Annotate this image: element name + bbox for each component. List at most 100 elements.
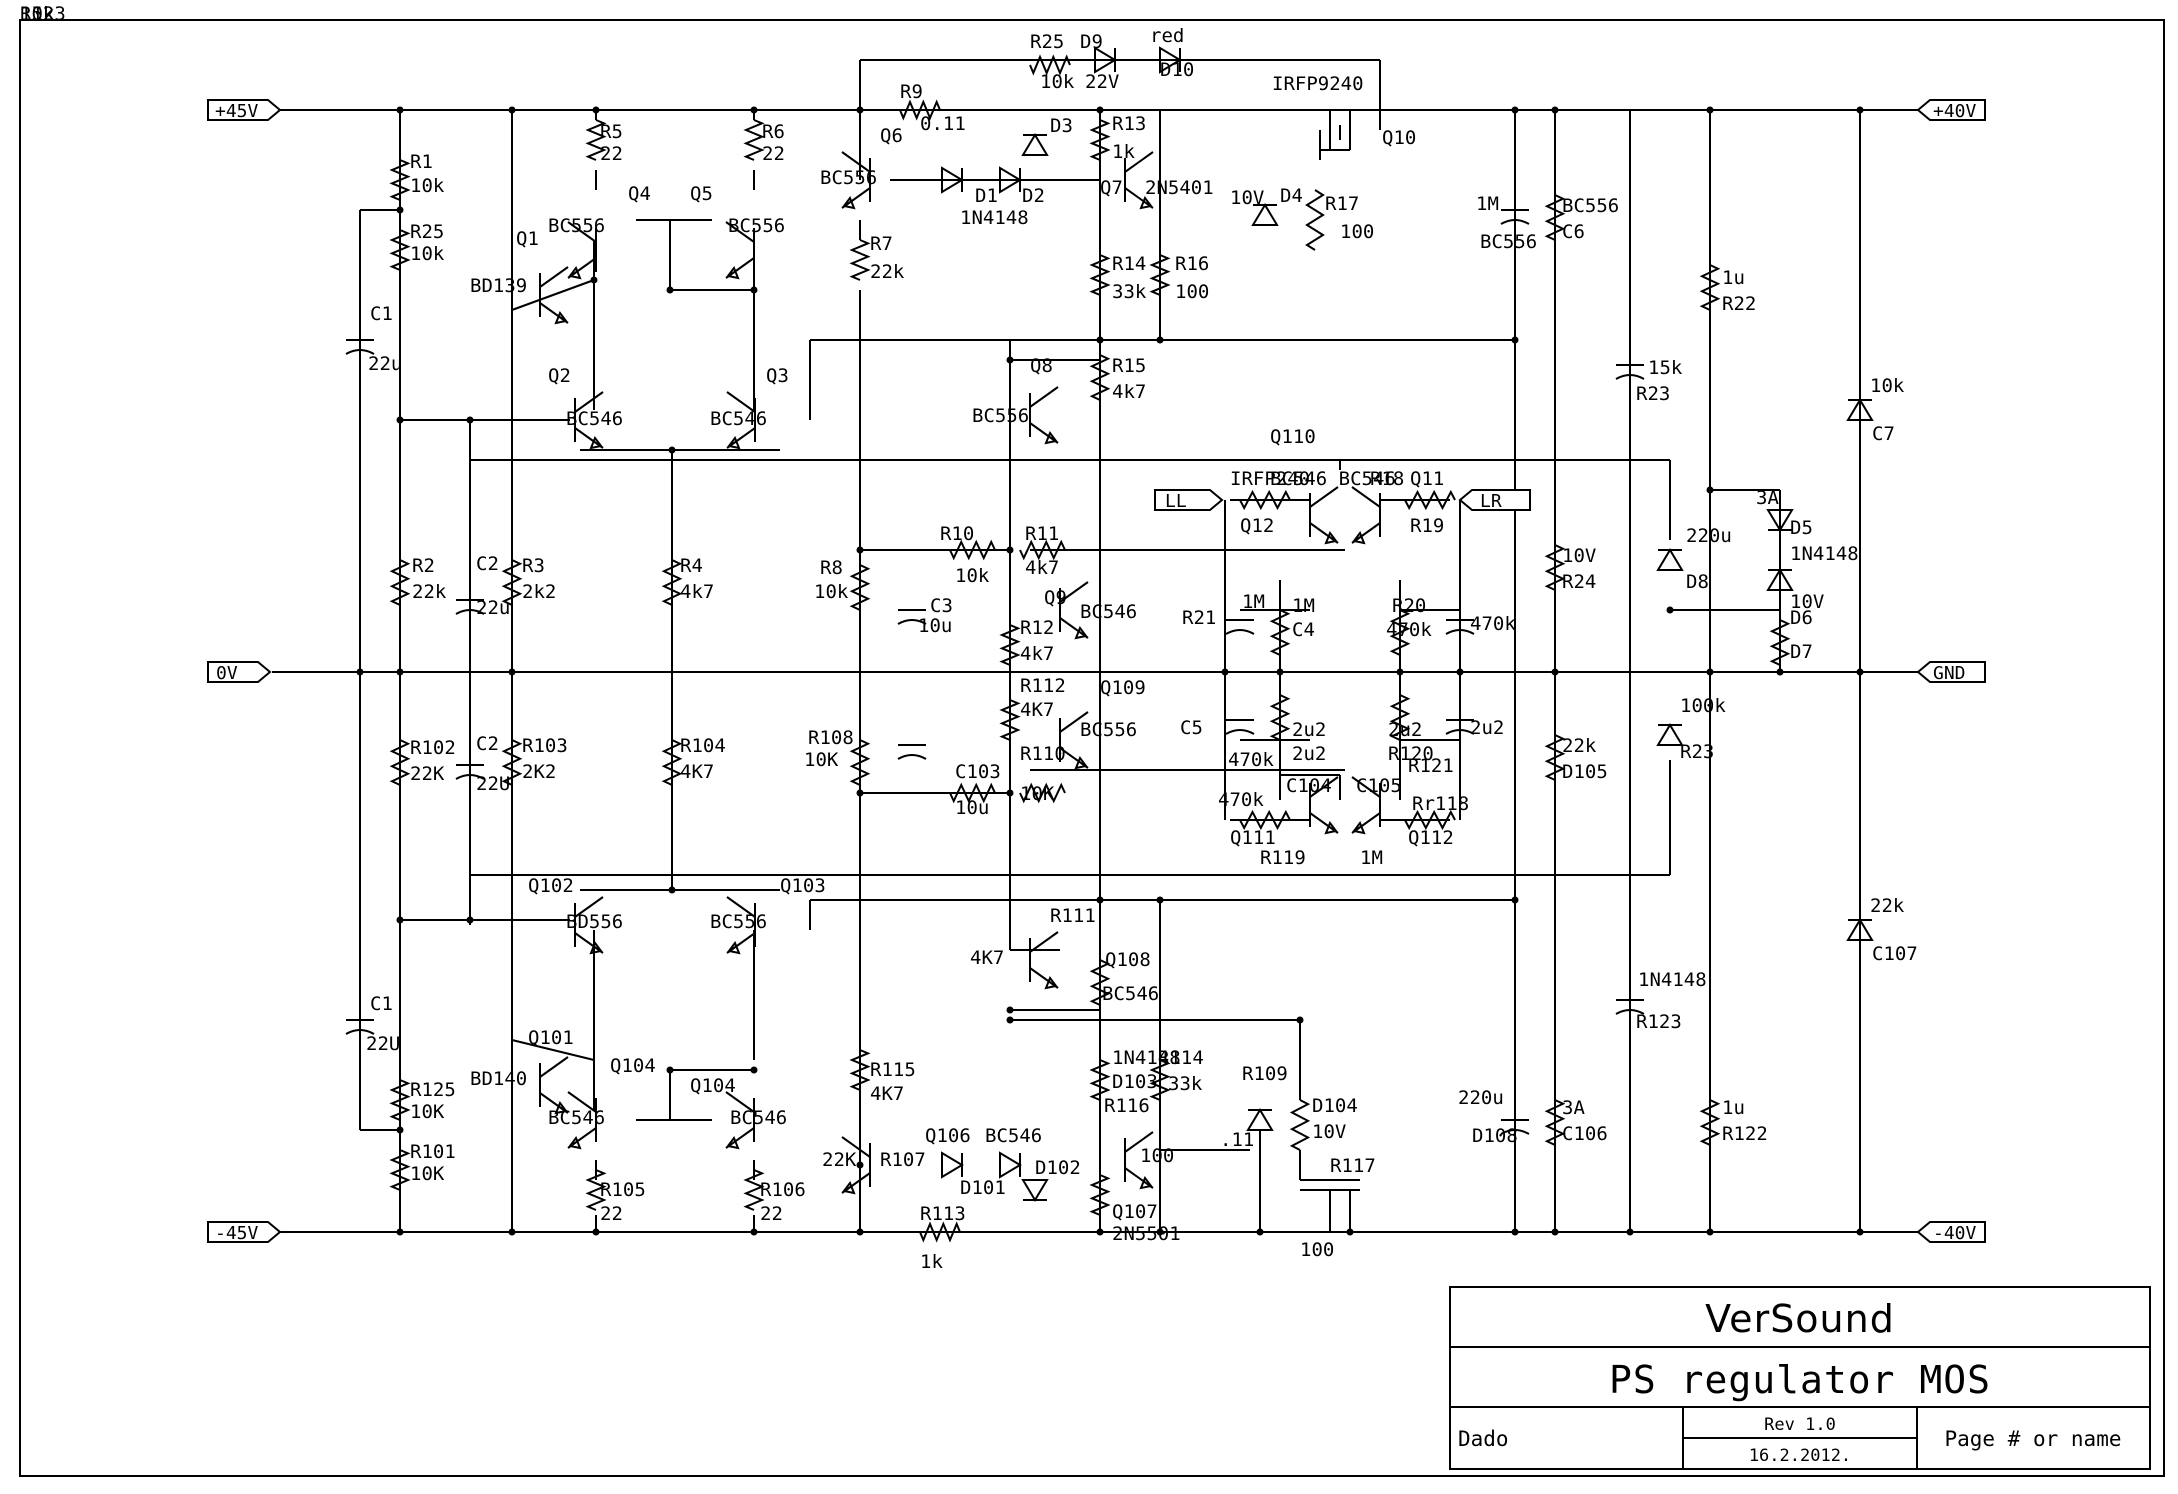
port-out-gnd-label: GND	[1933, 663, 1966, 684]
capacitor	[455, 609, 485, 615]
junction-dot	[668, 446, 676, 454]
component-label: R16	[1175, 253, 1209, 275]
component-label: 22	[600, 143, 623, 165]
component-label: 100k	[1680, 695, 1726, 717]
component-label: Q10	[1382, 127, 1416, 149]
resistor	[1544, 194, 1566, 241]
component-label: R18	[1370, 468, 1404, 490]
junction-dot	[1006, 789, 1014, 797]
component-label: 2N5401	[1145, 177, 1214, 199]
transistor	[567, 1091, 597, 1113]
junction-dot	[1776, 668, 1784, 676]
component-label: BC556	[548, 215, 605, 237]
component-label: R111	[1050, 905, 1096, 927]
component-label: R25	[410, 221, 444, 243]
title-page: Page # or name	[1944, 1427, 2121, 1451]
transistor	[1351, 486, 1381, 508]
component-label: 470k	[1228, 749, 1274, 771]
component-label: 4K7	[680, 761, 714, 783]
capacitor	[897, 619, 927, 625]
component-label: R104	[680, 735, 726, 757]
mosfet-q110	[1300, 1179, 1360, 1232]
component-label: 22u	[476, 597, 510, 619]
junction-dot	[396, 668, 404, 676]
component-label: R114	[1158, 1047, 1204, 1069]
component-label: 22	[760, 1203, 783, 1225]
junction-dot	[1346, 1228, 1354, 1236]
junction-dot	[396, 206, 404, 214]
component-label: 220u	[1686, 525, 1732, 547]
transistor	[841, 1136, 871, 1158]
resistor	[743, 1169, 765, 1211]
component-label: C6	[1562, 221, 1585, 243]
transistor	[1124, 1131, 1154, 1153]
title-company: VerSound	[1705, 1297, 1895, 1341]
component-label: D108	[1472, 1125, 1518, 1147]
transistor	[1324, 530, 1338, 545]
component-label: D104	[1312, 1095, 1358, 1117]
transistor	[725, 1127, 755, 1149]
component-label: R21	[1182, 607, 1216, 629]
junction-dot	[508, 1228, 516, 1236]
transistor	[842, 195, 856, 210]
component-label: 10u	[955, 797, 989, 819]
junction-dot	[466, 416, 474, 424]
zener-d7	[1766, 568, 1794, 591]
mosfet-q10	[1319, 110, 1351, 160]
capacitor	[455, 774, 485, 780]
capacitor	[1615, 374, 1645, 380]
junction-dot	[1511, 1228, 1519, 1236]
component-label: 22k	[870, 261, 905, 283]
component-label: C1	[370, 303, 393, 325]
component-label: R4	[680, 555, 703, 577]
component-label: 1u	[1722, 267, 1745, 289]
transistor	[1351, 812, 1381, 834]
component-label: R119	[1260, 847, 1306, 869]
component-label: BC556	[972, 405, 1029, 427]
resistor	[1289, 1099, 1311, 1151]
port-right-label: LR	[1480, 491, 1502, 512]
component-label: 1N4148	[960, 207, 1029, 229]
component-label: R8	[820, 557, 843, 579]
resistor	[585, 119, 607, 161]
junction-dot	[1511, 336, 1519, 344]
capacitor	[1225, 629, 1255, 635]
transistor	[589, 940, 603, 955]
component-label: 4k7	[1025, 557, 1059, 579]
resistor	[849, 239, 871, 281]
transistor	[1029, 386, 1059, 408]
component-label: R1	[410, 151, 433, 173]
component-label: C2	[476, 553, 499, 575]
resistor	[389, 1079, 411, 1121]
component-label: IRFP240	[1230, 468, 1310, 490]
component-label: R110	[1020, 743, 1066, 765]
component-label: 22K	[410, 763, 445, 785]
resistor	[1089, 1174, 1111, 1216]
component-label: R24	[1562, 571, 1596, 593]
junction-dot	[1511, 106, 1519, 114]
component-label: BC546	[985, 1125, 1042, 1147]
transistor	[1309, 486, 1339, 508]
resistor	[1544, 734, 1566, 781]
component-label: R7	[870, 233, 893, 255]
junction-dot	[856, 546, 864, 554]
resistor	[743, 119, 765, 161]
transistor	[841, 1172, 871, 1194]
diode-d105	[1656, 723, 1684, 746]
component-label: R6	[762, 121, 785, 143]
resistor	[919, 1221, 961, 1243]
component-label: 10k	[1040, 71, 1075, 93]
component-label: BD139	[470, 275, 527, 297]
resistor	[1389, 694, 1411, 741]
junction-dot	[396, 1126, 404, 1134]
junction-dot	[666, 1066, 674, 1074]
component-label: BD140	[470, 1068, 527, 1090]
resistor	[1019, 782, 1066, 804]
junction-dot	[396, 416, 404, 424]
component-label: 2k2	[522, 581, 556, 603]
component-label: 1M	[1476, 193, 1499, 215]
transistor	[727, 435, 741, 450]
component-label: BC546	[730, 1107, 787, 1129]
junction-dot	[1551, 106, 1559, 114]
component-label: Q6	[880, 125, 903, 147]
